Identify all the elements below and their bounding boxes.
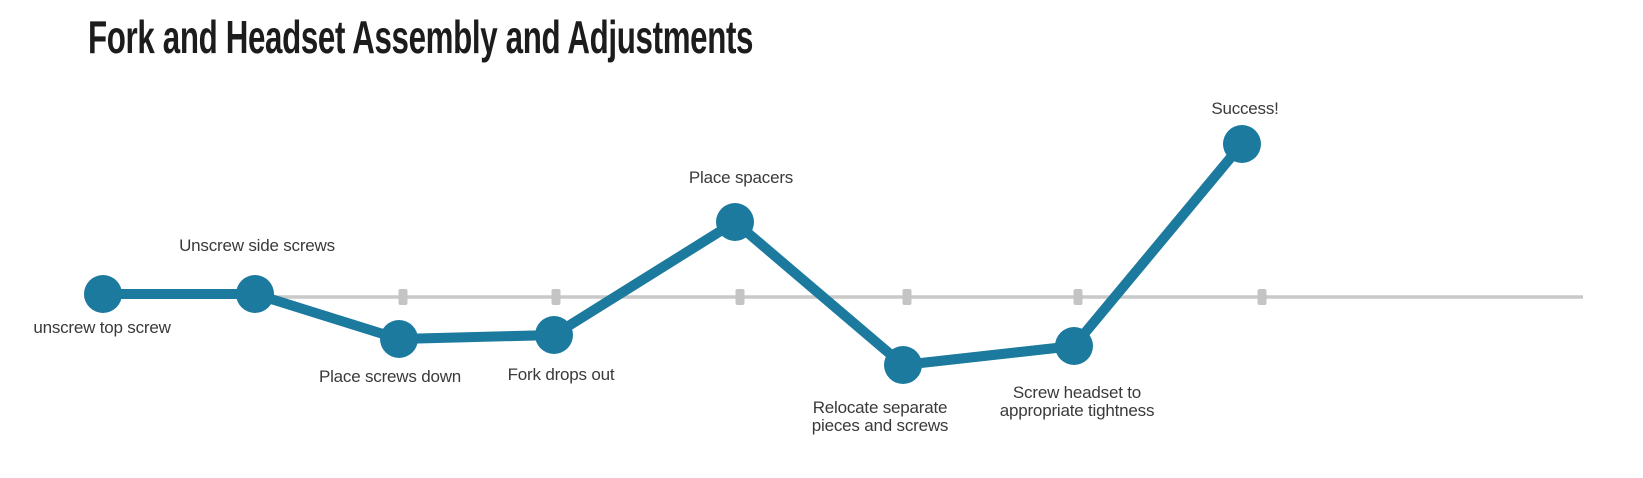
step-line (98, 139, 1247, 370)
data-point-marker (716, 203, 754, 241)
axis-tick (1073, 289, 1083, 305)
point-label-line: Screw headset to (1012, 383, 1142, 402)
axis-tick (551, 289, 561, 305)
data-point-marker (1055, 327, 1093, 365)
point-label: Unscrew side screws (179, 237, 335, 255)
point-label-line: unscrew top screw (33, 318, 171, 337)
point-label-line: Relocate separate (812, 398, 948, 417)
point-label-line: pieces and screws (811, 416, 949, 435)
point-label-line: Unscrew side screws (179, 236, 335, 255)
data-point-marker (1223, 125, 1261, 163)
data-point-marker (380, 320, 418, 358)
axis-tick (735, 289, 745, 305)
axis-tick (902, 289, 912, 305)
point-label-line: appropriate tightness (999, 401, 1155, 420)
point-label: Fork drops out (508, 366, 615, 384)
data-point-marker (236, 275, 274, 313)
chart-title: Fork and Headset Assembly and Adjustment… (88, 11, 754, 63)
point-label-line: Place spacers (688, 168, 794, 187)
point-label: Success! (1211, 99, 1279, 118)
axis-tick (398, 289, 408, 305)
point-label-line: Fork drops out (507, 365, 615, 384)
data-point-marker (535, 316, 573, 354)
data-point-marker (84, 275, 122, 313)
data-point-marker (884, 346, 922, 384)
point-label: Place screws down (319, 368, 461, 386)
point-label: Place spacers (689, 169, 793, 187)
point-label-line: Success! (1211, 99, 1279, 118)
point-label-line: Place screws down (318, 367, 462, 386)
axis-tick (1257, 289, 1267, 305)
point-label: unscrew top screw (33, 318, 171, 337)
